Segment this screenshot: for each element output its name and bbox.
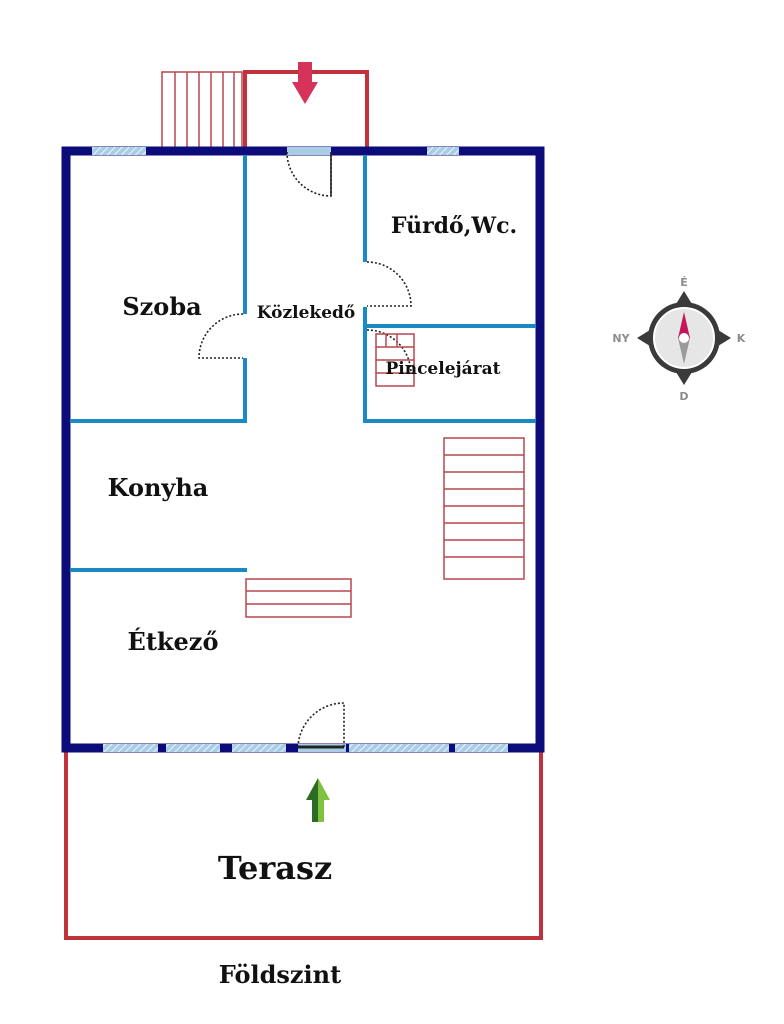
kitchen-stairs — [245, 578, 352, 618]
door-terrace — [297, 702, 345, 748]
outer-wall — [61, 146, 545, 753]
window-bottom-4 — [349, 744, 449, 752]
window-top-left — [92, 147, 146, 155]
compass-south-label: D — [679, 390, 688, 403]
attic-stairs — [443, 437, 525, 580]
room-label-terasz: Terasz — [218, 849, 332, 887]
terrace-outline — [64, 752, 543, 940]
terrace-arrow-icon — [306, 778, 330, 822]
window-bottom-5 — [455, 744, 508, 752]
floor-name: Földszint — [219, 960, 341, 989]
window-bottom-1 — [103, 744, 158, 752]
door-front — [286, 151, 332, 197]
exterior-stairs — [161, 71, 243, 149]
window-bottom-2 — [166, 744, 220, 752]
compass-icon — [637, 291, 731, 385]
cellar-stairs — [375, 333, 415, 387]
door-furdo — [366, 261, 412, 307]
door-szoba — [198, 313, 244, 359]
room-label-konyha: Konyha — [108, 473, 209, 502]
room-label-kozlekedo: Közlekedő — [257, 303, 356, 323]
door-swings — [198, 151, 412, 748]
room-label-etkezo: Étkező — [128, 627, 219, 656]
window-bottom-3 — [232, 744, 286, 752]
door-pince — [366, 329, 412, 375]
interior-walls — [70, 155, 536, 572]
entrance-arrow-icon — [292, 62, 318, 104]
compass-north-label: É — [680, 276, 688, 289]
room-label-furdo: Fürdő,Wc. — [391, 213, 517, 239]
room-label-szoba: Szoba — [122, 292, 201, 321]
window-top-right — [427, 147, 459, 155]
front-door-gap — [287, 147, 331, 155]
compass-east-label: K — [737, 332, 746, 345]
room-label-pincelejarat: Pincelejárat — [385, 359, 500, 379]
windows — [92, 147, 508, 752]
compass-west-label: NY — [612, 332, 630, 345]
